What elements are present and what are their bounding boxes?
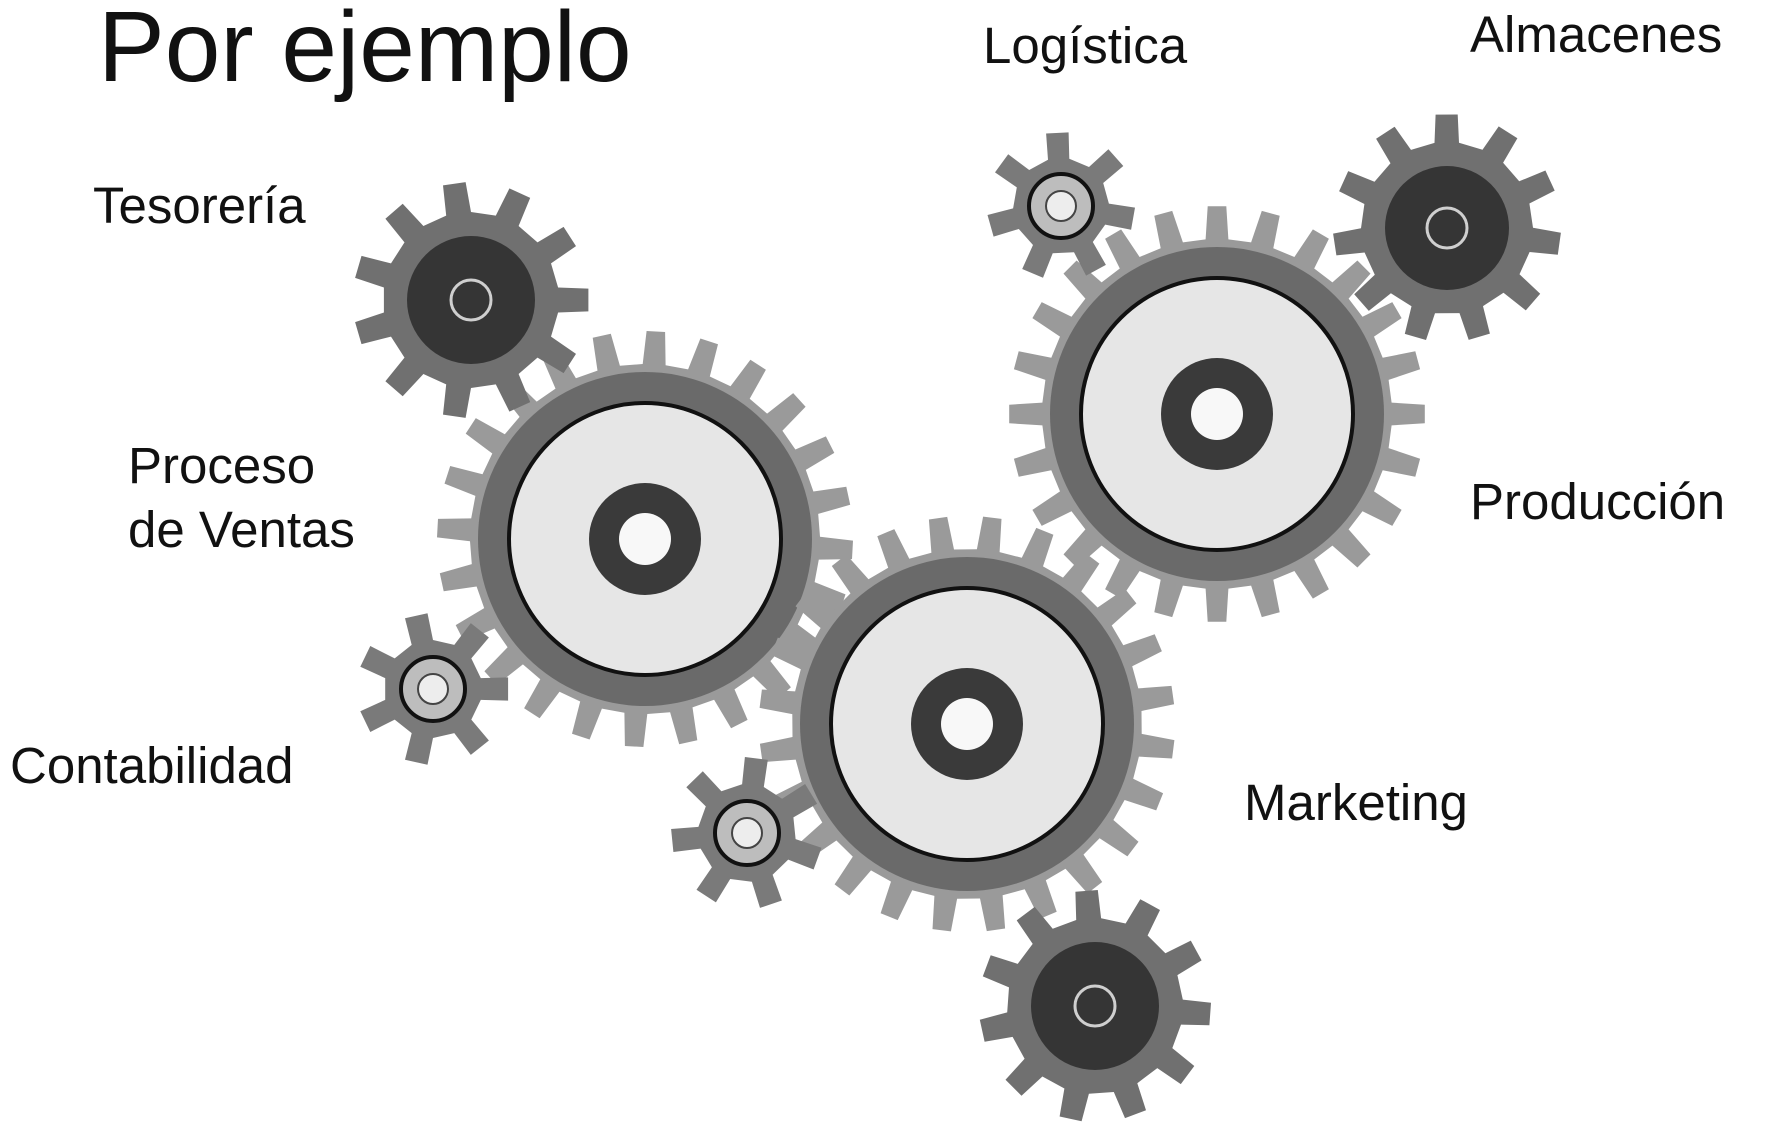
label-proceso-de-ventas-line1: Proceso: [128, 437, 316, 494]
gear-axle-ring: [449, 278, 493, 322]
gear-face: [1031, 942, 1159, 1070]
large-gear-proceso-ventas: [437, 331, 853, 747]
label-marketing: Marketing: [1244, 774, 1468, 831]
gear-hole: [1191, 388, 1243, 440]
gear-face: [407, 236, 535, 364]
gear-hole: [619, 513, 671, 565]
label-tesoreria: Tesorería: [93, 177, 306, 234]
gear-hole: [941, 698, 993, 750]
medium-gear-almacenes: [1333, 114, 1561, 340]
label-produccion: Producción: [1470, 473, 1726, 530]
gear-axle: [731, 817, 763, 849]
medium-gear-tesoreria: [355, 182, 589, 418]
medium-gear-bottom: [979, 890, 1211, 1122]
label-contabilidad: Contabilidad: [10, 737, 294, 794]
large-gear-marketing: [759, 516, 1175, 932]
large-gear-produccion: [1009, 206, 1425, 622]
small-gear-logistica: [987, 132, 1135, 278]
page-title: Por ejemplo: [98, 0, 632, 103]
gear-face: [1385, 166, 1509, 290]
small-gear-contabilidad: [360, 613, 509, 765]
label-logistica: Logística: [983, 17, 1188, 74]
label-almacenes: Almacenes: [1470, 6, 1723, 63]
gear-axle: [417, 673, 449, 705]
label-proceso-de-ventas-line2: de Ventas: [128, 500, 355, 558]
gear-axle-ring: [1073, 984, 1117, 1028]
small-gear-marketing-side: [671, 757, 822, 908]
gear-axle-ring: [1425, 206, 1469, 250]
gear-axle: [1045, 190, 1077, 222]
label-proceso-de-ventas: Proceso de Ventas: [128, 434, 355, 562]
